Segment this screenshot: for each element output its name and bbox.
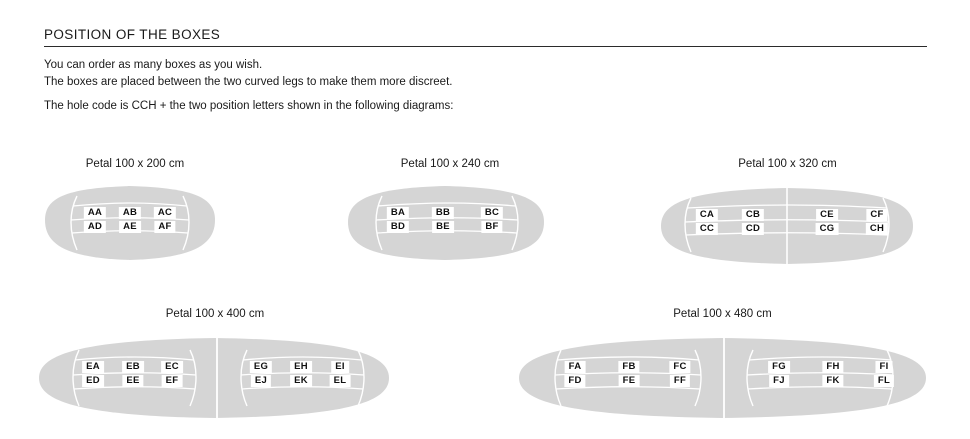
title-divider: [44, 46, 927, 47]
diagram-petal-100x480: Petal 100 x 480 cm FA FB FC FG FH FI FD FE FF FJ F…: [515, 308, 930, 426]
position-label-chip: EC: [161, 361, 183, 373]
position-label-chip: FJ: [769, 375, 789, 387]
position-label-chip: EF: [161, 375, 183, 387]
position-label-chip: FB: [618, 361, 640, 373]
position-label-chip: FI: [875, 361, 893, 373]
position-label-chip: FC: [669, 361, 691, 373]
position-label-chip: EB: [122, 361, 144, 373]
position-label-chip: BA: [386, 207, 410, 219]
position-label-chip: FK: [822, 375, 844, 387]
position-label-chip: CE: [816, 209, 838, 221]
position-label-chip: BE: [432, 221, 454, 233]
intro-line-3: The hole code is CCH + the two position …: [44, 100, 454, 112]
position-label-chip: EK: [290, 375, 312, 387]
position-label-chip: CF: [866, 209, 888, 221]
position-label-chip: CA: [695, 209, 719, 221]
position-label-chip: CB: [741, 209, 765, 221]
intro-line-2: The boxes are placed between the two cur…: [44, 76, 453, 88]
position-label-chip: CC: [695, 223, 719, 235]
position-label-chip: AF: [154, 221, 176, 233]
position-label-chip: FL: [873, 375, 895, 387]
position-label-chip: FE: [618, 375, 640, 387]
diagram-petal-100x240: Petal 100 x 240 cm BA BB BC BD BE BF: [340, 158, 560, 268]
diagram-petal-100x400: Petal 100 x 400 cm EA EB EC EG EH EI ED EE EF EJ E…: [35, 308, 395, 426]
position-label-chip: EG: [249, 361, 273, 373]
position-label-chip: CH: [865, 223, 889, 235]
page-title: POSITION OF THE BOXES: [44, 27, 221, 42]
position-label-chip: FA: [564, 361, 586, 373]
position-label-chip: CD: [741, 223, 765, 235]
position-label-chip: AC: [153, 207, 177, 219]
position-label-chip: ED: [82, 375, 104, 387]
intro-line-1: You can order as many boxes as you wish.: [44, 59, 263, 71]
petal-shape-svg: [39, 334, 389, 422]
position-label-chip: EL: [329, 375, 351, 387]
diagram-caption: Petal 100 x 320 cm: [738, 158, 837, 170]
position-label-chip: BC: [480, 207, 504, 219]
petal-shape: [35, 330, 395, 426]
diagram-caption: Petal 100 x 400 cm: [165, 308, 265, 320]
position-label-chip: EA: [82, 361, 104, 373]
position-label-chip: BD: [386, 221, 410, 233]
position-label-chip: FD: [564, 375, 586, 387]
diagram-caption: Petal 100 x 480 cm: [673, 308, 772, 320]
diagram-petal-100x320: Petal 100 x 320 cm CA CB CE CF CC CD CG CH: [655, 158, 920, 270]
position-label-chip: BB: [431, 207, 455, 219]
diagram-petal-100x200: Petal 100 x 200 cm AA AB AC AD AE AF: [35, 158, 235, 268]
position-label-chip: CG: [815, 223, 839, 235]
position-label-chip: FF: [669, 375, 691, 387]
position-label-chip: EJ: [250, 375, 272, 387]
position-label-chip: EH: [290, 361, 312, 373]
position-label-chip: AD: [83, 221, 107, 233]
position-label-chip: BF: [481, 221, 503, 233]
diagram-caption: Petal 100 x 240 cm: [400, 158, 500, 170]
position-label-chip: EE: [122, 375, 144, 387]
position-label-chip: AB: [118, 207, 142, 219]
position-label-chip: FG: [768, 361, 790, 373]
position-label-chip: AE: [119, 221, 141, 233]
position-label-chip: AA: [83, 207, 107, 219]
position-label-chip: EI: [331, 361, 349, 373]
diagram-caption: Petal 100 x 200 cm: [85, 158, 185, 170]
position-label-chip: FH: [822, 361, 844, 373]
